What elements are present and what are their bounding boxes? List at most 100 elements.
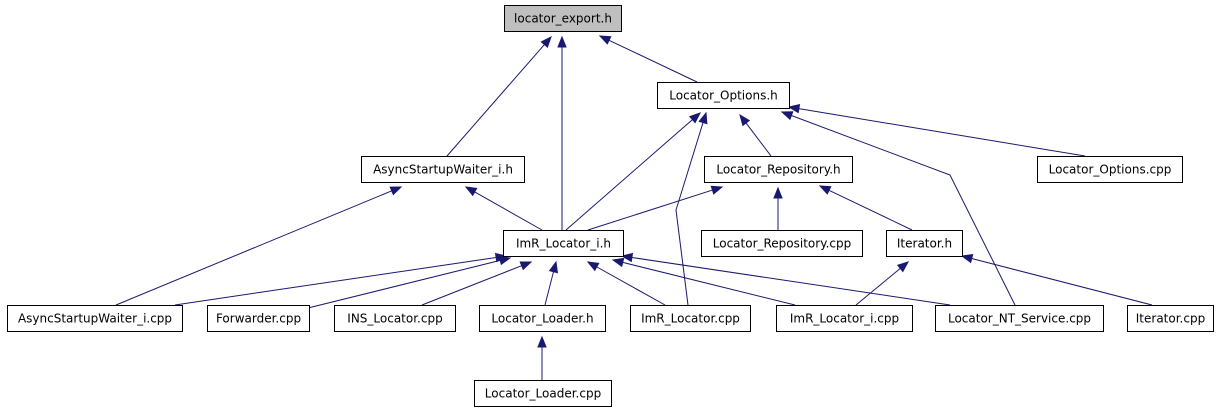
node-label: Locator_Loader.h [491,312,593,326]
edge-line [174,256,497,306]
node-label: Locator_Options.h [669,89,777,103]
edge-locator-nt-service-cpp-to-locator-options-h [780,111,1016,306]
node-iterator-h[interactable]: Iterator.h [886,230,963,257]
arrowhead [598,35,612,45]
node-label: Iterator.h [897,237,952,251]
edge-line [791,115,1016,306]
edge-iterator-cpp-to-iterator-h [960,254,1153,306]
node-label: AsyncStartupWaiter_i.cpp [18,312,172,326]
node-label: Locator_Repository.cpp [713,237,852,251]
arrowhead [586,261,600,272]
edge-line [798,108,1086,157]
node-label: locator_export.h [514,12,612,26]
arrowhead [780,111,794,121]
node-locator-repository-cpp[interactable]: Locator_Repository.cpp [701,230,863,257]
nodes-layer: locator_export.hLocator_Options.hAsyncSt… [7,5,1214,407]
edge-imr-locator-i-cpp-to-iterator-h [855,261,910,306]
edge-locator-loader-cpp-to-locator-loader-h [537,335,547,380]
node-label: ImR_Locator.cpp [641,312,740,326]
node-box[interactable] [334,305,456,332]
node-label: Iterator.cpp [1136,312,1205,326]
edge-line [421,265,522,306]
arrowhead [540,35,552,49]
node-label: ImR_Locator_i.cpp [790,312,899,326]
arrowhead [739,113,751,127]
arrowhead [519,261,533,271]
arrowhead [818,185,832,195]
node-box[interactable] [503,230,624,257]
edge-forwarder-cpp-to-imr-locator-i-h [307,255,512,309]
node-forwarder-cpp[interactable]: Forwarder.cpp [207,305,310,332]
node-imr-locator-cpp[interactable]: ImR_Locator.cpp [630,305,751,332]
edge-imr-locator-i-h-to-async-startup-waiter-i-h [464,186,543,231]
arrowhead [557,35,567,48]
node-locator-repository-h[interactable]: Locator_Repository.h [704,156,853,183]
node-label: AsyncStartupWaiter_i.h [373,163,513,177]
edge-locator-options-h-to-locator-export-h [598,35,698,83]
edge-ins-locator-cpp-to-imr-locator-i-h [421,261,533,306]
edge-imr-locator-i-h-to-locator-options-h [565,112,702,231]
node-box[interactable] [207,305,310,332]
node-box[interactable] [630,305,751,332]
node-box[interactable] [7,305,183,332]
edge-line [971,258,1153,306]
node-box[interactable] [704,156,853,183]
node-label: Locator_NT_Service.cpp [948,312,1091,326]
edge-line [828,189,913,231]
arrowhead [710,185,724,195]
edge-line [565,119,693,231]
node-imr-locator-i-cpp[interactable]: ImR_Locator_i.cpp [776,305,913,332]
node-box[interactable] [361,156,525,183]
node-box[interactable] [776,305,913,332]
arrowhead [620,252,634,263]
arrowhead [688,112,702,124]
node-label: Locator_Loader.cpp [485,387,601,401]
node-locator-export-h[interactable]: locator_export.h [504,5,622,32]
edge-line [596,266,666,306]
arrowhead [464,186,478,197]
node-box[interactable] [886,230,963,257]
edge-line [855,267,901,306]
arrowhead [773,186,783,199]
node-box[interactable] [1127,305,1214,332]
edge-line [745,122,772,157]
node-locator-loader-h[interactable]: Locator_Loader.h [479,305,606,332]
edges-layer [115,35,1153,380]
node-box[interactable] [657,82,790,109]
edge-line [675,122,704,306]
node-locator-loader-cpp[interactable]: Locator_Loader.cpp [474,380,612,407]
node-locator-options-cpp[interactable]: Locator_Options.cpp [1037,156,1183,183]
edge-async-startup-waiter-i-cpp-to-async-startup-waiter-i-h [115,186,403,306]
node-imr-locator-i-h[interactable]: ImR_Locator_i.h [503,230,624,257]
node-ins-locator-cpp[interactable]: INS_Locator.cpp [334,305,456,332]
node-box[interactable] [935,305,1104,332]
edge-imr-locator-cpp-to-locator-options-h [675,111,708,306]
arrowhead [611,257,625,268]
edge-locator-nt-service-cpp-to-imr-locator-i-h [620,252,951,306]
arrowhead [389,186,403,196]
node-async-startup-waiter-i-h[interactable]: AsyncStartupWaiter_i.h [361,156,525,183]
edge-imr-locator-i-h-to-locator-export-h [557,35,567,230]
edge-line [474,191,543,231]
arrowhead [548,260,558,274]
edge-line [587,189,713,231]
node-locator-options-h[interactable]: Locator_Options.h [657,82,790,109]
node-box[interactable] [504,5,622,32]
edge-line [622,261,796,306]
node-async-startup-waiter-i-cpp[interactable]: AsyncStartupWaiter_i.cpp [7,305,183,332]
node-label: Locator_Options.cpp [1049,163,1172,177]
arrowhead [698,111,708,125]
edge-imr-locator-i-h-to-locator-repository-h [587,185,724,231]
edge-locator-loader-h-to-imr-locator-i-h [544,260,558,306]
edge-line [446,44,545,157]
node-label: Forwarder.cpp [216,312,301,326]
node-box[interactable] [479,305,606,332]
node-box[interactable] [1037,156,1183,183]
node-locator-nt-service-cpp[interactable]: Locator_NT_Service.cpp [935,305,1104,332]
node-box[interactable] [474,380,612,407]
node-box[interactable] [701,230,863,257]
node-iterator-cpp[interactable]: Iterator.cpp [1127,305,1214,332]
node-label: Locator_Repository.h [716,163,840,177]
arrowhead [498,255,512,266]
